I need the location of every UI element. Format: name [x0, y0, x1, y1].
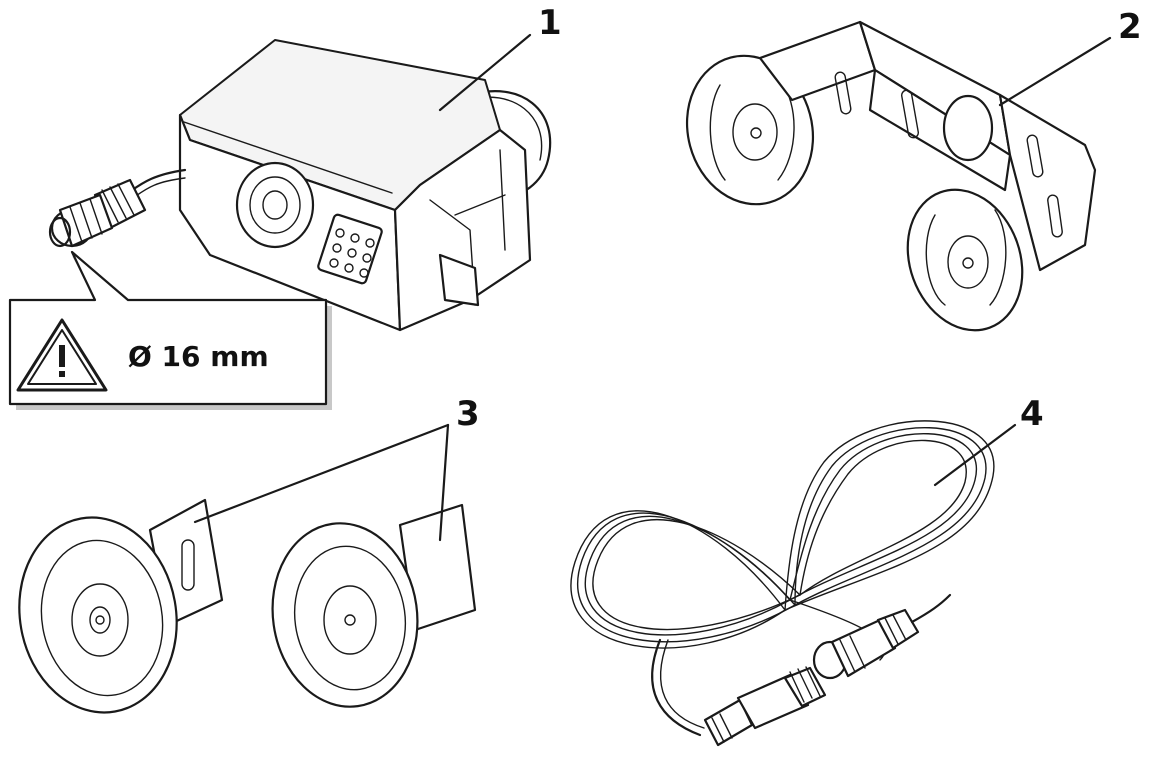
camera-connector: [48, 178, 147, 248]
warning-triangle-icon: [16, 318, 108, 392]
u-bracket: 2: [685, 7, 1142, 332]
mounting-discs: 3: [18, 394, 480, 714]
callout-2: 2: [1118, 7, 1142, 47]
callout-3: 3: [456, 394, 480, 434]
camera-unit: 1: [48, 3, 562, 332]
mounting-disc-left: [18, 498, 224, 714]
extension-cable: 4: [570, 394, 1044, 747]
callout-1: 1: [538, 3, 562, 43]
cable-connector-b: [812, 593, 952, 680]
callout-4: 4: [1020, 394, 1044, 434]
warning-box: Ø 16 mm: [8, 250, 332, 410]
mounting-disc-right: [271, 503, 477, 708]
cable-connector-a: [703, 666, 827, 747]
warning-text: Ø 16 mm: [128, 340, 269, 373]
